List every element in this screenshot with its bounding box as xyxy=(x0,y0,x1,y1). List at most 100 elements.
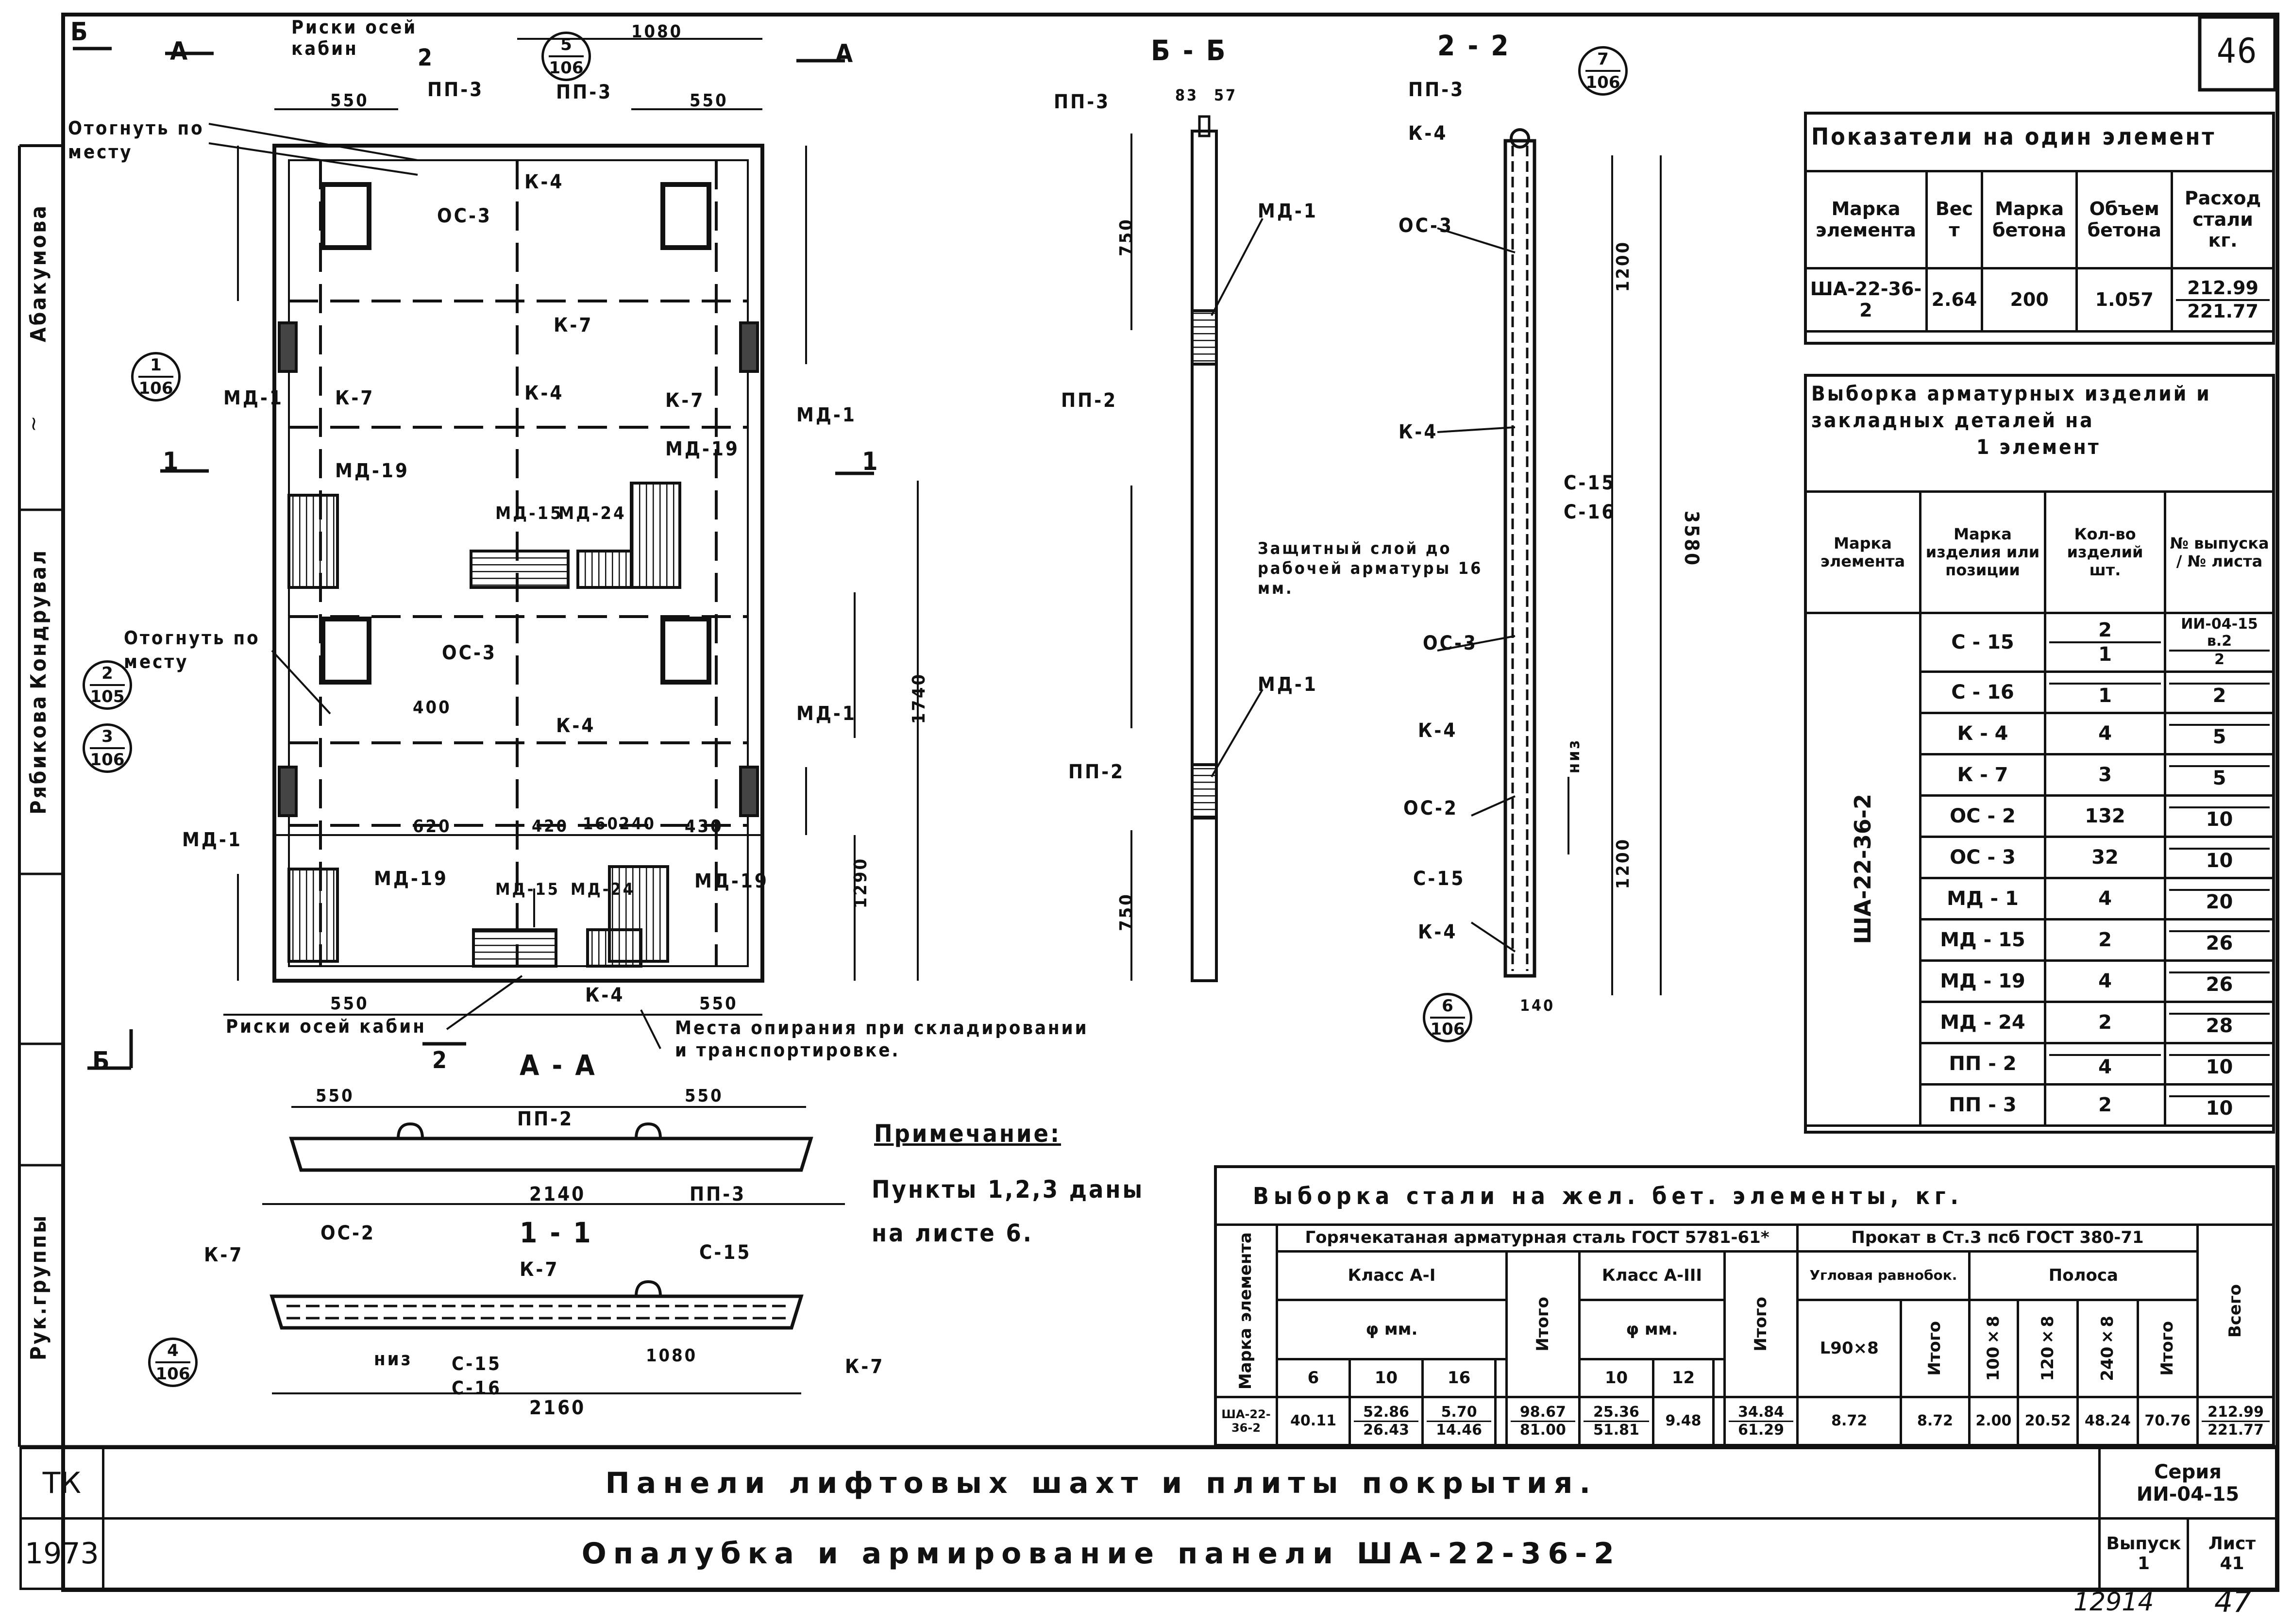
rebar-row-qty: 132 xyxy=(2044,794,2166,838)
label-11-k7-a: К-7 xyxy=(204,1244,244,1266)
steel-sub-a1-10: 10 xyxy=(1348,1358,1424,1398)
dim-3580: 3580 xyxy=(1680,510,1703,568)
steel-sub-strip-100: 100×8 xyxy=(1968,1298,2020,1399)
label-k7-c: К-7 xyxy=(665,389,705,412)
dim-1080-top: 1080 xyxy=(631,22,683,42)
steel-h-hot: Горячекатаная арматурная сталь ГОСТ 5781… xyxy=(1275,1223,1799,1253)
label-pp3-b: ПП-3 xyxy=(556,81,613,103)
rebar-row-ref: 2 xyxy=(2164,670,2275,714)
rebar-row-mark: МД - 15 xyxy=(1919,918,2046,962)
steel-table: Марка элемента Горячекатаная арматурная … xyxy=(1214,1223,2275,1447)
rebar-h-element: Марка элемента xyxy=(1804,490,1921,614)
rebar-row-ref: 26 xyxy=(2164,959,2275,1003)
steel-h-itogo-angle: Итого xyxy=(1900,1298,1971,1399)
label-bend-mid: Отогнуть по месту xyxy=(124,627,260,673)
ind-h-mark: Марка элемента xyxy=(1804,170,1928,269)
label-axis-marks-bottom: Риски осей кабин xyxy=(226,1016,426,1037)
rebar-row-mark: ПП - 2 xyxy=(1919,1041,2046,1086)
label-md1-b: МД-1 xyxy=(796,404,857,426)
label-11-k7-b: К-7 xyxy=(520,1258,559,1281)
dim-750-a: 750 xyxy=(1116,218,1136,256)
rebar-row-ref: 20 xyxy=(2164,876,2275,921)
dim-550-tr: 550 xyxy=(690,91,728,111)
dim-550-aa-r: 550 xyxy=(685,1086,724,1106)
embed-plates xyxy=(287,482,681,968)
rebar-row-mark: МД - 19 xyxy=(1919,959,2046,1003)
rebar-title-1: Выборка арматурных изделий и xyxy=(1811,382,2211,405)
section-2-2 xyxy=(1503,128,1662,995)
cut-mark-2-top: 2 xyxy=(418,44,435,71)
leaders xyxy=(208,123,1516,1049)
ind-h-steel: Расход стали кг. xyxy=(2171,170,2275,269)
dim-1290: 1290 xyxy=(851,856,871,909)
ind-h-concrete: Марка бетона xyxy=(1980,170,2078,269)
label-md24-b: МД-24 xyxy=(571,880,635,899)
cut-mark-a-left: А xyxy=(170,37,190,66)
rebar-element: ША-22-36-2 xyxy=(1804,612,1921,1127)
tb-year: 1973 xyxy=(19,1517,104,1590)
steel-row-a1-6: 40.11 xyxy=(1275,1396,1351,1447)
label-11-os2: ОС-2 xyxy=(320,1222,375,1244)
rebar-row-mark: ПП - 3 xyxy=(1919,1083,2046,1127)
label-22-pp3: ПП-3 xyxy=(1408,79,1465,101)
steel-row-s-itogo: 70.76 xyxy=(2136,1396,2199,1447)
label-os3-a: ОС-3 xyxy=(437,205,492,227)
sheet-frame xyxy=(61,13,2279,1592)
tb-title-1: Панели лифтовых шахт и плиты покрытия. xyxy=(101,1447,2101,1520)
tb-title-2: Опалубка и армирование панели ША-22-36-2 xyxy=(101,1517,2101,1590)
sheet-number-box xyxy=(2198,15,2277,92)
label-md19-c: МД-19 xyxy=(374,868,448,890)
dim-1080-11: 1080 xyxy=(646,1346,698,1366)
section-a-title: А - А xyxy=(520,1049,597,1082)
rebar-row-qty: 2 xyxy=(2044,1000,2166,1044)
label-11-c16: С-16 xyxy=(452,1377,502,1399)
section-1-title: 1 - 1 xyxy=(520,1216,593,1249)
label-22-os3-a: ОС-3 xyxy=(1399,215,1453,237)
label-md1-c: МД-1 xyxy=(796,703,857,725)
steel-sub-a1-6: 6 xyxy=(1275,1358,1351,1398)
note-text-2: на листе 6. xyxy=(872,1219,1033,1247)
steel-row-a3-empty xyxy=(1712,1396,1726,1447)
page-handwritten: 47 xyxy=(2214,1585,2252,1619)
steel-h-phi: φ мм. xyxy=(1276,1298,1508,1361)
rebar-row-ref: 5 xyxy=(2164,753,2275,797)
label-bb-pp3: ПП-3 xyxy=(1054,91,1111,113)
label-bb-md1-b: МД-1 xyxy=(1258,673,1318,696)
label-md19-a: МД-19 xyxy=(335,460,409,482)
label-md1-a: МД-1 xyxy=(223,387,284,409)
rebar-row-mark: МД - 24 xyxy=(1919,1000,2046,1044)
cut-mark-b-bottom: Б xyxy=(92,1047,112,1076)
title-block: ТК Панели лифтовых шахт и плиты покрытия… xyxy=(19,1447,2277,1590)
indicators-title: Показатели на один элемент xyxy=(1811,123,2216,151)
label-22-c15-a: С-15 xyxy=(1564,472,1616,494)
signature-1: ~ xyxy=(22,416,45,432)
steel-row-s100: 2.00 xyxy=(1968,1396,2020,1447)
rebar-row-qty: 1 xyxy=(2044,670,2166,714)
rebar-row-mark: К - 4 xyxy=(1919,711,2046,755)
label-niz: низ xyxy=(1564,738,1584,774)
steel-h-itogo-strip: Итого xyxy=(2136,1298,2199,1399)
label-support-places: Места опирания при складировании и транс… xyxy=(675,1017,1089,1061)
steel-row-a3-12: 9.48 xyxy=(1652,1396,1715,1447)
label-22-c16: С-16 xyxy=(1564,501,1616,523)
rebar-row-qty: 3 xyxy=(2044,753,2166,797)
label-md19-d: МД-19 xyxy=(694,870,769,892)
ind-weight: 2.64 xyxy=(1925,267,1983,333)
label-axis-marks-top: Риски осей кабин xyxy=(291,17,418,59)
cut-mark-a-right: А xyxy=(835,39,855,68)
label-22-k4-a: К-4 xyxy=(1408,122,1448,145)
dim-2140: 2140 xyxy=(529,1183,586,1205)
dim-83: 83 xyxy=(1175,86,1199,104)
rebar-row-qty: 4 xyxy=(2044,876,2166,921)
note-heading: Примечание: xyxy=(874,1120,1061,1148)
label-k7-b: К-7 xyxy=(335,387,375,409)
rebar-row-ref: 26 xyxy=(2164,918,2275,962)
rebar-row-mark: ОС - 3 xyxy=(1919,835,2046,879)
steel-sub-a3-12: 12 xyxy=(1652,1358,1715,1398)
